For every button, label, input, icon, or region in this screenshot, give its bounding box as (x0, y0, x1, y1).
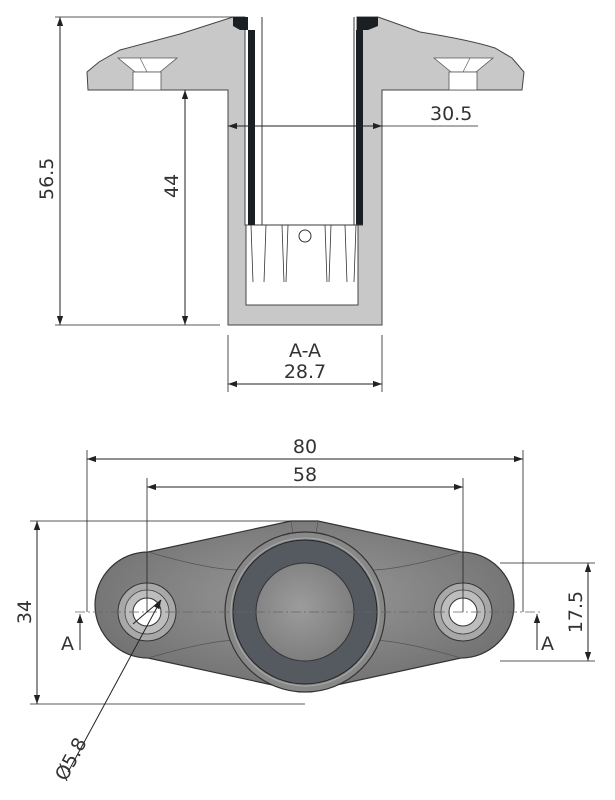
dim-overall-height: 56.5 (36, 158, 58, 200)
section-marker-left: A (61, 633, 74, 655)
dim-overall-length: 80 (293, 436, 317, 458)
dim-inner-diameter: 30.5 (430, 103, 472, 125)
section-pin-hole (298, 229, 312, 243)
dim-hole-diameter: Ø5.8 (51, 734, 92, 784)
section-liner-left (233, 17, 255, 225)
dim-hole-spacing: 58 (293, 464, 317, 486)
plan-view: 80 58 34 17.5 Ø5.8 A A (14, 436, 595, 784)
section-label: A-A (289, 340, 321, 362)
dim-outer-diameter: 28.7 (284, 361, 326, 383)
section-marker-right: A (541, 633, 554, 655)
countersink-left (116, 57, 179, 91)
dim-body-height: 44 (161, 174, 183, 198)
section-liner-right (356, 17, 378, 225)
section-view: 56.5 44 30.5 A-A 28.7 (36, 16, 525, 392)
countersink-right (432, 57, 495, 91)
section-bore (262, 17, 354, 225)
dim-offset: 17.5 (565, 591, 587, 633)
section-prongs (250, 224, 357, 283)
dim-overall-width: 34 (14, 600, 36, 624)
